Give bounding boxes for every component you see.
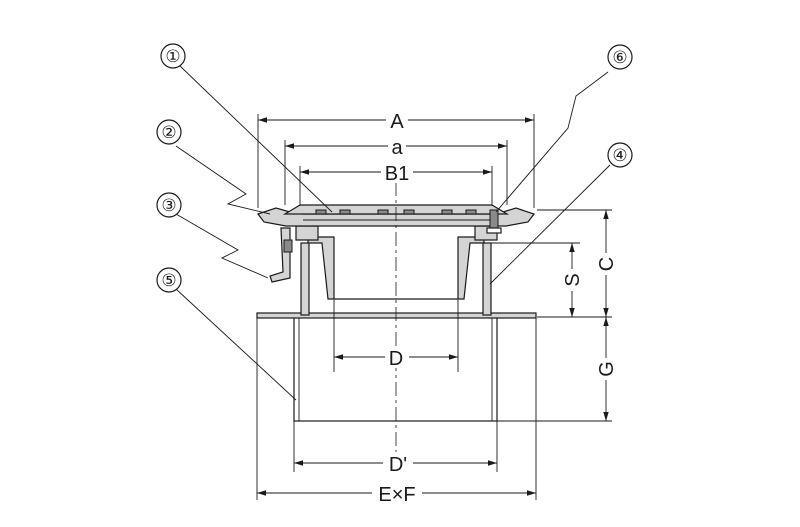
callout-6: ⑥ <box>607 44 633 70</box>
dim-label-ExF: E×F <box>378 484 415 506</box>
dim-label-D-prime: D' <box>389 454 407 476</box>
dim-label-B1: B1 <box>385 163 409 185</box>
dim-label-G: G <box>596 361 618 377</box>
callout-1: ① <box>160 43 186 69</box>
svg-text:①: ① <box>165 47 180 66</box>
bolt <box>486 209 502 234</box>
leader-lines <box>175 65 611 401</box>
dim-label-D: D <box>389 348 403 370</box>
svg-text:④: ④ <box>612 146 627 165</box>
dim-label-S: S <box>562 273 584 286</box>
dimension-labels: A a B1 D D' E×F C S G <box>372 109 618 506</box>
dim-label-C: C <box>596 257 618 271</box>
svg-text:⑥: ⑥ <box>612 48 627 67</box>
dim-label-a: a <box>391 137 403 159</box>
svg-text:⑤: ⑤ <box>161 271 176 290</box>
callout-4: ④ <box>607 142 633 168</box>
callout-2: ② <box>156 119 182 145</box>
callout-5: ⑤ <box>156 267 182 293</box>
extension-lines <box>256 114 612 500</box>
flange-plate <box>256 312 537 319</box>
lower-sleeve <box>293 315 498 422</box>
dim-label-A: A <box>390 111 404 133</box>
hook-bracket <box>269 227 293 283</box>
drain-body <box>295 225 498 316</box>
callout-3: ③ <box>156 192 182 218</box>
svg-text:②: ② <box>161 123 176 142</box>
svg-text:③: ③ <box>161 196 176 215</box>
